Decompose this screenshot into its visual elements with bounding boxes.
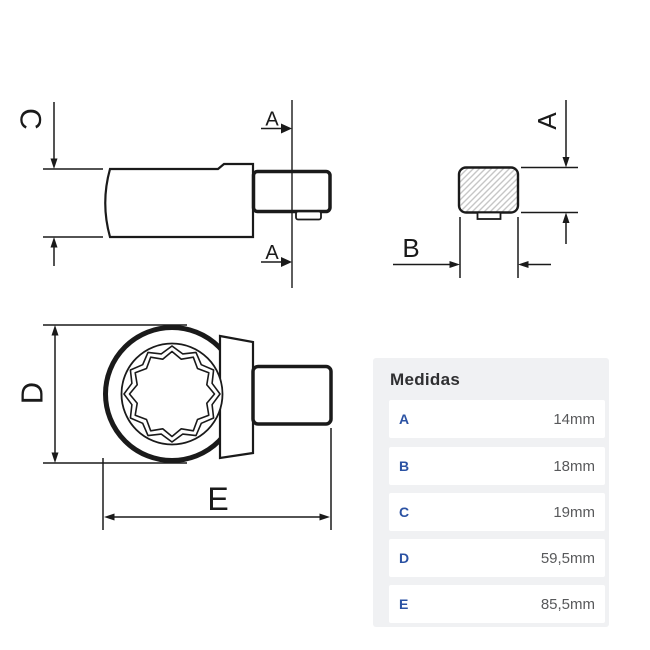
medidas-row-e-value: 85,5mm — [540, 595, 595, 613]
dim-d-arrow-down — [51, 452, 59, 463]
section-pin-notch — [476, 211, 502, 220]
medidas-row-a: A 14mm — [389, 400, 605, 438]
dim-e-arrow-left — [104, 513, 115, 521]
medidas-row-b-value: 18mm — [553, 457, 595, 475]
medidas-row-e-label: E — [399, 596, 409, 612]
medidas-row-a-value: 14mm — [553, 410, 595, 428]
cross-section-view — [393, 100, 578, 278]
section-label-top: A — [265, 109, 279, 131]
dim-d-label: D — [15, 382, 50, 404]
dim-a-arrow-down — [562, 157, 570, 168]
dim-a-label: A — [532, 112, 562, 130]
dim-e-label: E — [207, 481, 228, 517]
medidas-title: Medidas — [390, 370, 461, 389]
bihex-profile-outer — [123, 345, 221, 443]
dim-c-arrow-down — [50, 158, 58, 169]
front-view-tang — [251, 364, 333, 426]
medidas-row-d-value: 59,5mm — [540, 549, 595, 567]
dim-b-arrow-left — [518, 261, 529, 268]
medidas-row-d-label: D — [399, 550, 410, 566]
ring-shoulder-block — [218, 334, 255, 460]
ring-inner-circle — [120, 342, 224, 446]
medidas-row-e: E 85,5mm — [389, 585, 605, 623]
medidas-panel: Medidas A 14mm B 18mm C 19mm D 59,5mm E … — [373, 358, 609, 627]
tang-section-hatched — [457, 166, 520, 214]
side-view — [43, 100, 332, 288]
medidas-row-c: C 19mm — [389, 493, 605, 531]
dim-a-arrow-up — [562, 212, 570, 223]
medidas-row-a-label: A — [399, 411, 410, 427]
side-view-body — [104, 162, 255, 239]
dim-d-arrow-up — [51, 325, 59, 336]
dim-b-arrow-right — [449, 261, 460, 268]
dim-b-label: B — [402, 233, 419, 263]
medidas-row-b-label: B — [399, 458, 410, 474]
dim-c-label: C — [14, 108, 47, 130]
front-view — [43, 324, 333, 530]
section-label-bottom: A — [265, 242, 279, 264]
bihex-profile-inner — [128, 350, 216, 438]
dim-e-arrow-right — [319, 513, 330, 521]
section-arrow-top — [281, 123, 292, 134]
medidas-row-b: B 18mm — [389, 447, 605, 485]
side-view-pin-notch — [295, 210, 322, 221]
medidas-row-d: D 59,5mm — [389, 539, 605, 577]
section-arrow-bottom — [281, 257, 292, 267]
dim-c-arrow-up — [50, 237, 58, 248]
medidas-row-c-value: 19mm — [553, 503, 595, 521]
medidas-row-c-label: C — [399, 504, 410, 520]
